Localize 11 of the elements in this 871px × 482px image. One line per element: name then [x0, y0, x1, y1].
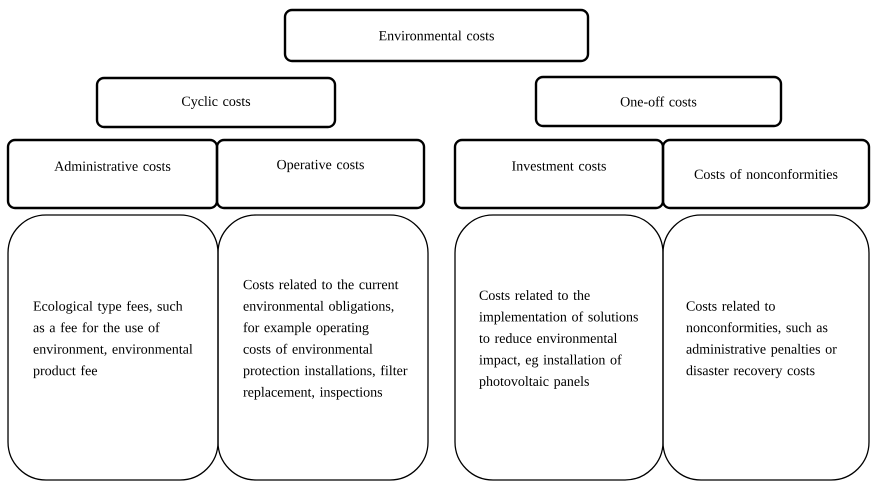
description-box: Costs related to the implementation of solutions to reduce environmental impact, eg installation of photovoltaic panels: [454, 214, 664, 481]
category-box: Cyclic costs: [96, 76, 336, 128]
category-box: Operative costs: [216, 138, 426, 210]
category-box: Costs of nonconformities: [662, 138, 870, 210]
description-box: Costs related to nonconformities, such as administrative penalties or disaster recovery costs: [662, 214, 870, 481]
description-box: Ecological type fees, such as a fee for the use of environment, environmental product fee: [7, 214, 219, 481]
description-box: Costs related to the current environmental obligations, for example operating costs of environmental protection installations, filter replacement, inspections: [217, 214, 429, 481]
category-box: One-off costs: [534, 76, 782, 128]
category-box: Environmental costs: [284, 8, 590, 62]
category-box: Administrative costs: [6, 138, 218, 210]
category-box: Investment costs: [454, 138, 664, 210]
